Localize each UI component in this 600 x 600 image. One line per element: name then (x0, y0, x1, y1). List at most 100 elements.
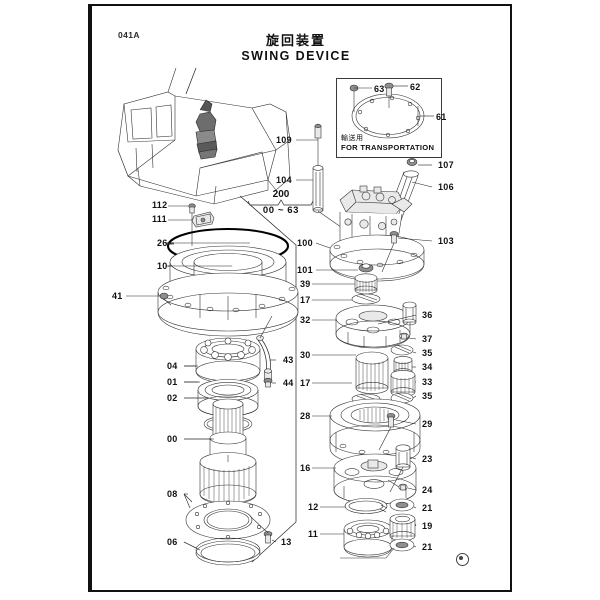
callout-107: 107 (438, 160, 454, 170)
part-28-ring-gear-housing (329, 398, 421, 466)
registration-mark-icon (456, 553, 469, 566)
part-06-seal-ring (195, 537, 261, 566)
callout-30: 30 (300, 350, 311, 360)
callout-11: 11 (308, 529, 319, 539)
part-16-carrier (333, 453, 417, 505)
leader-lines-left (126, 205, 277, 549)
page-border-right (510, 4, 512, 592)
page-border-left (88, 4, 92, 592)
part-08-cover-plate (185, 500, 271, 540)
part-109-gauge (314, 123, 322, 166)
part-39-gear (354, 273, 378, 295)
leader-lines-left-main (170, 242, 250, 551)
callout-21-lower: 21 (422, 542, 433, 552)
page-title-japanese: 旋回装置 (265, 34, 326, 49)
part-43-leader-to-housing (259, 315, 273, 339)
part-01-seal (197, 379, 259, 417)
page-title-english: SWING DEVICE (241, 49, 351, 63)
callout-08: 08 (167, 489, 178, 499)
callout-34: 34 (422, 362, 433, 372)
part-13-bolt (249, 515, 273, 544)
part-32-carrier (335, 304, 411, 349)
part-21-washer-upper (389, 498, 415, 512)
part-43-grease-pipe (256, 335, 272, 381)
callout-17-lower: 17 (300, 378, 311, 388)
part-101-plug (358, 263, 374, 273)
group-range-label: 00 ~ 63 (262, 205, 300, 216)
callout-04: 04 (167, 361, 178, 371)
part-35-washer-lower (390, 392, 414, 404)
part-29-bolt (378, 413, 396, 451)
inset-label-japanese: 輸送用 (341, 134, 364, 142)
part-12-snap-ring (344, 498, 388, 514)
callout-106: 106 (438, 182, 454, 192)
callout-10: 10 (157, 261, 168, 271)
part-37-pin (399, 332, 409, 340)
callout-01: 01 (167, 377, 178, 387)
callout-02: 02 (167, 393, 178, 403)
callout-32: 32 (300, 315, 311, 325)
part-26-oring (166, 227, 290, 265)
leader-lines-right (296, 139, 433, 548)
part-107-nut (406, 158, 418, 166)
callout-17-upper: 17 (300, 295, 311, 305)
callout-12: 12 (308, 502, 319, 512)
callout-35-lower: 35 (422, 391, 433, 401)
callout-26: 26 (157, 238, 168, 248)
callout-63: 63 (374, 84, 385, 94)
part-30-sun-gear (355, 351, 389, 394)
page-border-bottom (88, 590, 512, 592)
part-24-pin (387, 479, 408, 491)
callout-103: 103 (438, 236, 454, 246)
callout-28: 28 (300, 411, 311, 421)
group-number-label: 200 (272, 189, 290, 200)
callout-100: 100 (297, 238, 313, 248)
part-106-rod (383, 170, 419, 230)
part-04-bearing (195, 337, 261, 384)
callout-44: 44 (283, 378, 294, 388)
callout-35-upper: 35 (422, 348, 433, 358)
excavator-illustration (117, 67, 291, 205)
callout-111: 111 (152, 214, 167, 224)
callout-23: 23 (422, 454, 433, 464)
part-19-spacer (389, 513, 416, 541)
part-104-filler (312, 165, 349, 233)
part-10-housing (157, 245, 299, 337)
callout-104: 104 (276, 175, 292, 185)
part-103-bolt (381, 231, 399, 273)
callout-06: 06 (167, 537, 178, 547)
callout-33: 33 (422, 377, 433, 387)
callout-39: 39 (300, 279, 311, 289)
part-36-pin (402, 301, 417, 326)
part-21-washer-lower (340, 538, 415, 559)
part-35-washer-upper (390, 344, 414, 356)
part-23-pin (389, 444, 411, 493)
part-112-bolt (188, 203, 196, 214)
callout-109: 109 (276, 135, 292, 145)
part-100-swing-motor (329, 185, 425, 282)
callout-19: 19 (422, 521, 433, 531)
callout-43: 43 (283, 355, 294, 365)
part-11-bearing (343, 519, 393, 558)
callout-13: 13 (281, 537, 292, 547)
part-17-washer-lower (351, 393, 381, 405)
callout-37: 37 (422, 334, 433, 344)
callout-112: 112 (152, 200, 168, 210)
part-33-gear (390, 370, 416, 397)
page-border-top (88, 4, 512, 6)
part-34-bearing (393, 356, 413, 376)
part-17-washer-upper (351, 293, 381, 305)
part-41-plug (159, 292, 172, 306)
part-02-oring (203, 415, 253, 433)
callout-00: 00 (167, 434, 178, 444)
part-44-fitting (263, 377, 273, 388)
callout-101: 101 (297, 265, 313, 275)
callout-41: 41 (112, 291, 123, 301)
callout-62: 62 (410, 82, 421, 92)
callout-16: 16 (300, 463, 311, 473)
callout-21-upper: 21 (422, 503, 433, 513)
callout-36: 36 (422, 310, 433, 320)
part-111-bracket (191, 211, 215, 228)
callout-24: 24 (422, 485, 433, 495)
